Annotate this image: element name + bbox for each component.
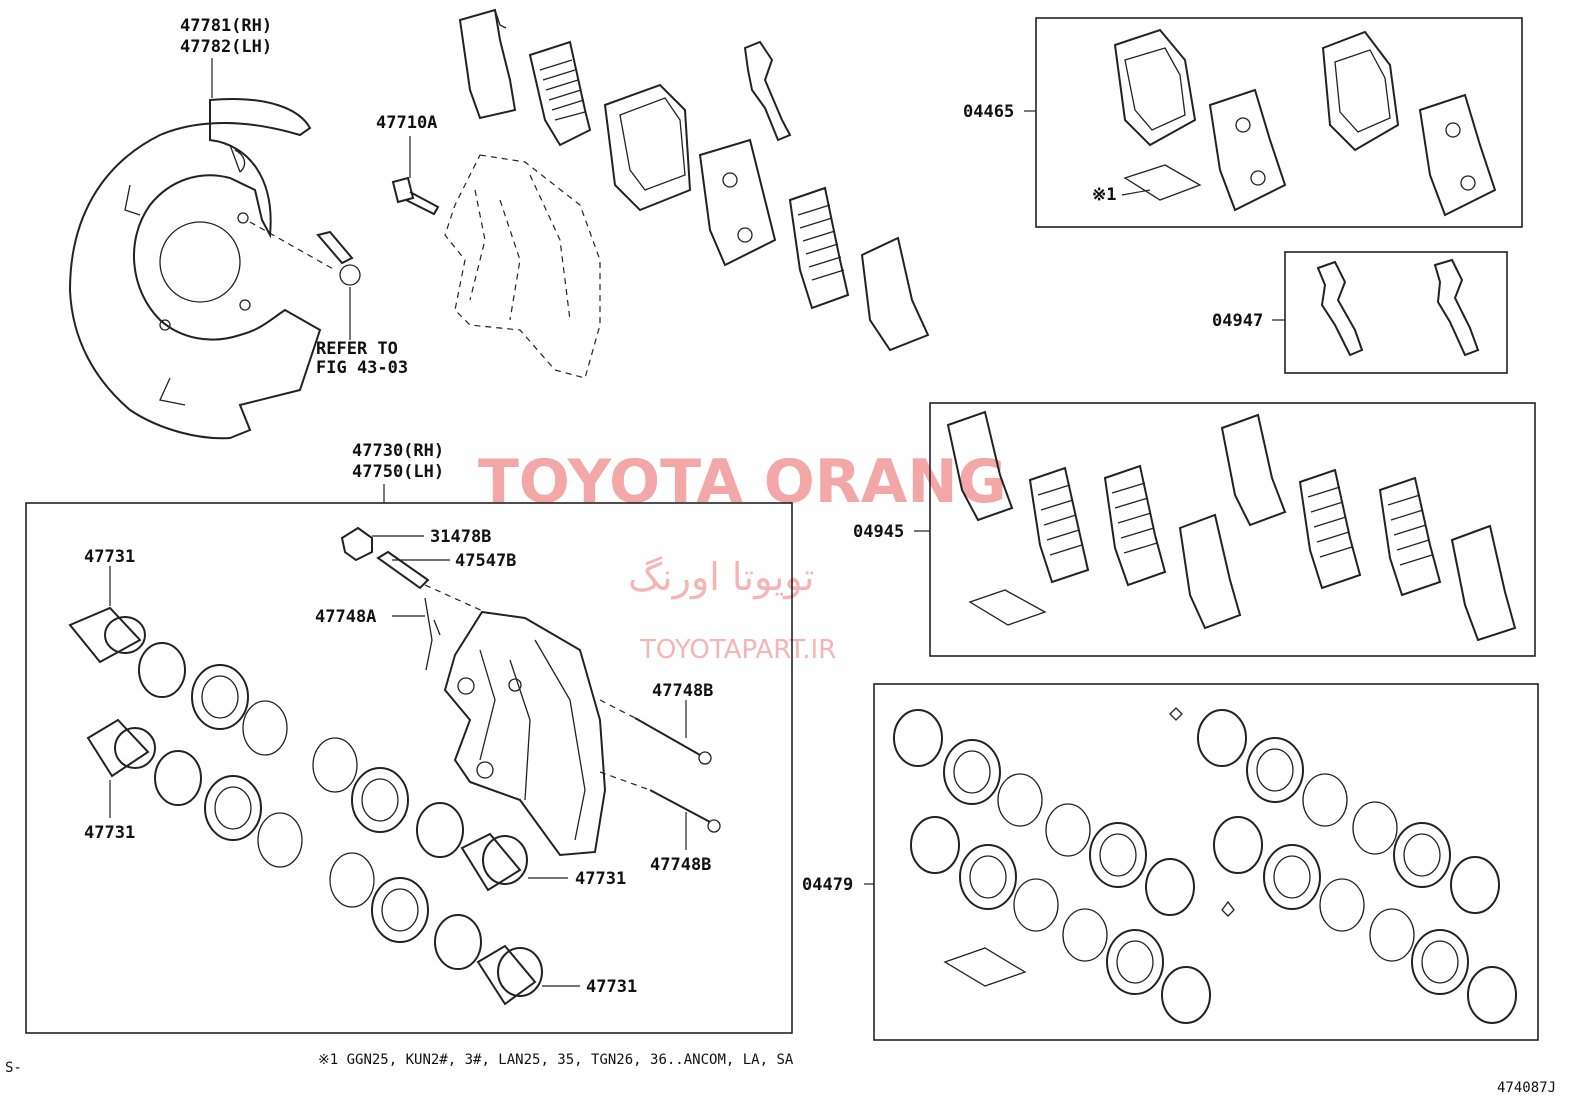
label-piston-c2: 47731: [586, 977, 637, 997]
label-pin-a: 47748A: [315, 607, 376, 627]
label-shield-lh: 47782(LH): [180, 37, 272, 57]
caliper-assembly-box: [25, 502, 793, 1034]
kit-clips-parts: [1316, 258, 1480, 357]
dust-shield: [68, 58, 322, 440]
upper-caliper: [444, 154, 601, 379]
footer-left-mark: S-: [5, 1060, 22, 1076]
label-refer-2: FIG 43-03: [316, 358, 408, 378]
footer-fig-id: 474087J: [1497, 1080, 1556, 1096]
label-bleeder: 47547B: [455, 551, 516, 571]
kit-pads-parts: [1113, 28, 1497, 217]
pistons-left: 47731 47731: [68, 547, 303, 868]
watermark-persian: تویوتا اورنگ: [628, 555, 815, 600]
kit-shims-parts: [946, 410, 1517, 642]
label-caliper-lh: 47750(LH): [352, 462, 444, 482]
kit-seals-box: [873, 683, 1539, 1041]
watermark-brand: TOYOTA ORANG: [478, 447, 1007, 517]
pin-a: 47748A: [315, 597, 441, 671]
bleeder-group: 31478B 47547B: [340, 526, 516, 613]
label-kit-seals: 04479: [802, 875, 853, 895]
caliper-body: [443, 610, 607, 857]
kit-shims-box: [929, 402, 1536, 657]
label-pin-b-1: 47748B: [652, 681, 713, 701]
footer-note: ※1 GGN25, KUN2#, 3#, LAN25, 35, TGN26, 3…: [318, 1052, 794, 1068]
pins-b: 47748B 47748B: [599, 681, 721, 875]
label-shield-rh: 47781(RH): [180, 16, 272, 36]
watermark-site: TOYOTAPART.IR: [639, 635, 836, 665]
label-kit-note-mark: ※1: [1092, 185, 1116, 205]
kit-seals-parts: [893, 707, 1517, 1024]
kit-pads-box: [1035, 17, 1523, 228]
pistons-center: 47731 47731: [312, 737, 637, 1006]
label-cap: 31478B: [430, 527, 491, 547]
label-caliper-rh: 47730(RH): [352, 441, 444, 461]
label-piston-tl: 47731: [84, 547, 135, 567]
label-refer-1: REFER TO: [316, 339, 398, 359]
label-kit-clips: 04947: [1212, 311, 1263, 331]
kit-clips-box: [1284, 251, 1508, 374]
label-kit-shims: 04945: [853, 522, 904, 542]
top-pad-row: [458, 8, 930, 352]
label-piston-bl: 47731: [84, 823, 135, 843]
mounting-bolt: 47710A: [376, 113, 440, 216]
label-bolt: 47710A: [376, 113, 437, 133]
label-piston-c1: 47731: [575, 869, 626, 889]
shield-bolt: [249, 221, 361, 340]
label-kit-pads: 04465: [963, 102, 1014, 122]
label-pin-b-2: 47748B: [650, 855, 711, 875]
